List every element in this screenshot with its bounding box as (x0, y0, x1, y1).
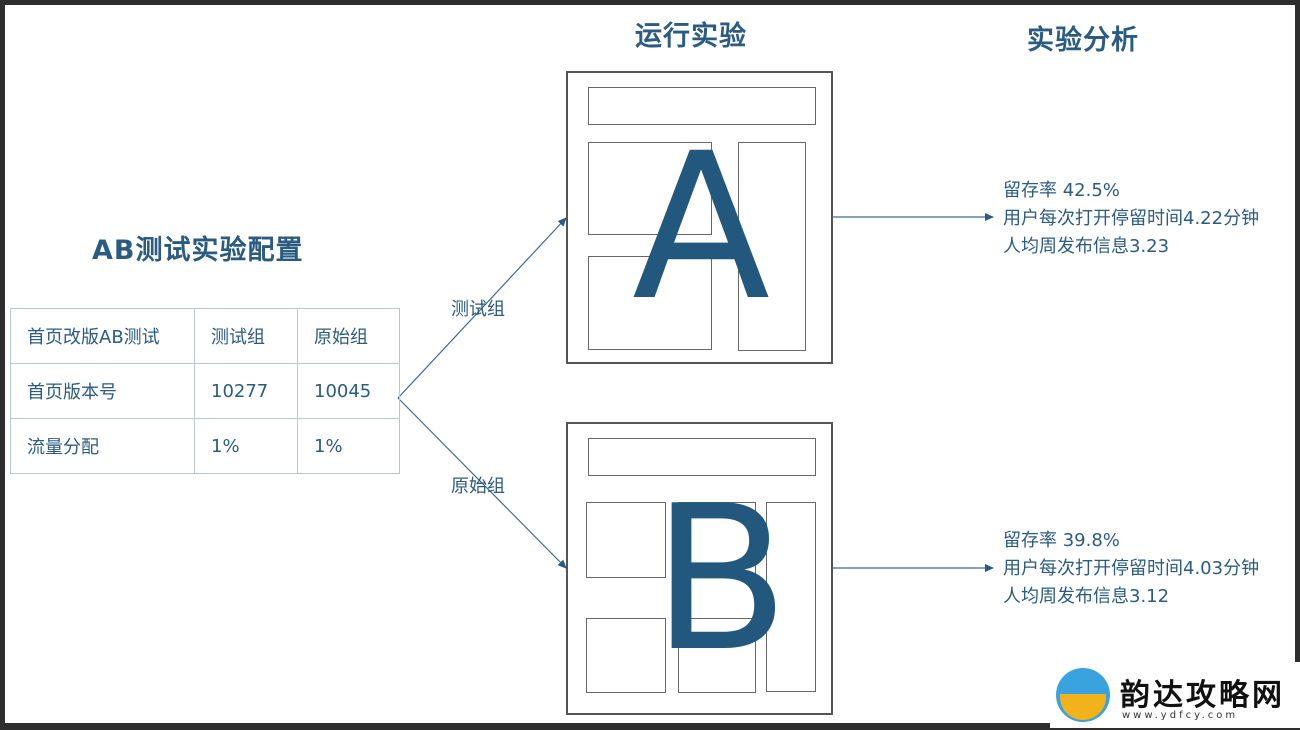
config-table: 首页改版AB测试 测试组 原始组 首页版本号 10277 10045 流量分配 … (10, 308, 400, 474)
analysis-title: 实验分析 (1027, 25, 1139, 56)
logo-url: www.ydfcy.com (1122, 710, 1239, 721)
table-cell: 流量分配 (10, 418, 195, 474)
mockup-content-block (588, 142, 712, 235)
table-cell: 测试组 (194, 308, 298, 364)
table-cell: 原始组 (297, 308, 400, 364)
mockup-content-block (588, 256, 712, 350)
metric-retention: 留存率 39.8% (1003, 530, 1120, 551)
table-cell: 首页改版AB测试 (10, 308, 195, 364)
table-cell: 1% (194, 418, 298, 474)
mockup-header-block (588, 438, 816, 476)
variant-b-metrics: 留存率 39.8% 用户每次打开停留时间4.03分钟 人均周发布信息3.12 (1003, 527, 1259, 611)
metric-weekly-posts: 人均周发布信息3.12 (1003, 586, 1170, 607)
test-group-label: 测试组 (451, 299, 505, 320)
mockup-content-block (678, 502, 756, 578)
metric-session-time: 用户每次打开停留时间4.22分钟 (1003, 208, 1260, 229)
page-mockup-b (566, 422, 833, 715)
arrow-to-original-group (397, 397, 567, 569)
table-cell: 首页版本号 (10, 363, 195, 419)
variant-b-letter: B (652, 463, 790, 696)
metric-retention: 留存率 42.5% (1003, 180, 1120, 201)
mockup-sidebar-block (738, 142, 806, 351)
table-row: 流量分配 1% 1% (10, 418, 400, 474)
metric-weekly-posts: 人均周发布信息3.23 (1003, 236, 1170, 257)
mockup-sidebar-block (766, 502, 816, 692)
table-cell: 10277 (194, 363, 298, 419)
table-row: 首页版本号 10277 10045 (10, 363, 400, 419)
mockup-content-block (586, 618, 666, 693)
table-cell: 10045 (297, 363, 400, 419)
variant-a-metrics: 留存率 42.5% 用户每次打开停留时间4.22分钟 人均周发布信息3.23 (1003, 177, 1259, 261)
original-group-label: 原始组 (451, 476, 505, 497)
table-row: 首页改版AB测试 测试组 原始组 (10, 308, 400, 364)
arrow-to-test-group (397, 217, 567, 399)
config-title: AB测试实验配置 (92, 235, 304, 266)
watermark-logo: 韵达攻略网 www.ydfcy.com (1050, 662, 1300, 728)
variant-a-letter: A (632, 109, 771, 345)
table-cell: 1% (297, 418, 400, 474)
logo-name: 韵达攻略网 (1120, 678, 1285, 713)
run-title: 运行实验 (635, 21, 747, 52)
mockup-content-block (586, 502, 666, 578)
metric-session-time: 用户每次打开停留时间4.03分钟 (1003, 558, 1260, 579)
logo-mark-icon (1056, 668, 1110, 722)
page-mockup-a (566, 71, 833, 364)
mockup-header-block (588, 87, 816, 125)
mockup-content-block (678, 618, 756, 693)
